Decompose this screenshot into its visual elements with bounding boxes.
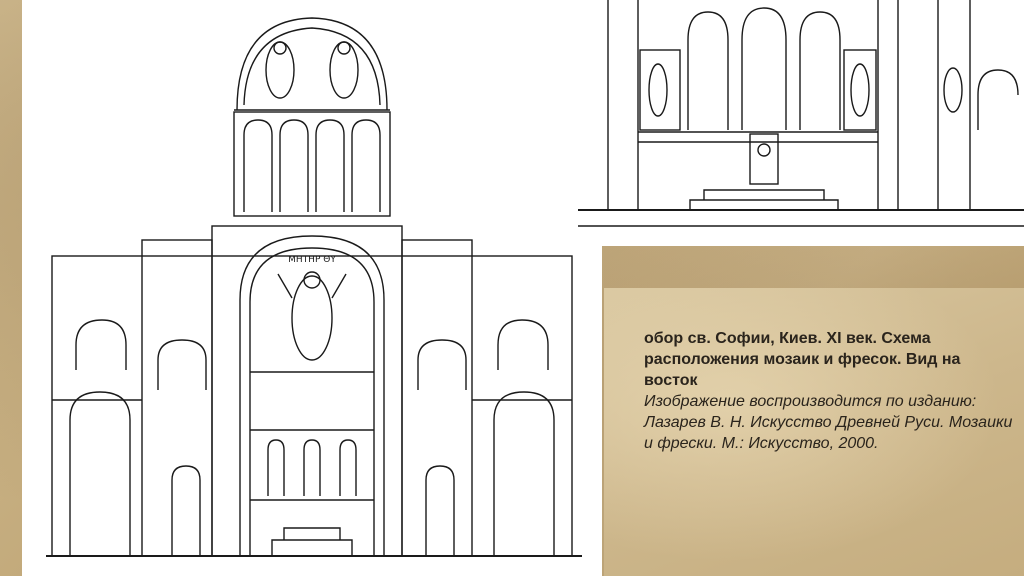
central-apse-arch: [239, 235, 385, 556]
throne: [749, 133, 779, 185]
caption-panel: обор св. Софии, Киев. XI век. Схема расп…: [604, 288, 1024, 576]
apse-detail-svg: [578, 0, 1024, 227]
caption-source: Изображение воспроизводится по изданию: …: [644, 393, 1013, 452]
dome-outline: [236, 17, 388, 111]
elevation-svg: ΜΗΤΗΡ ΘΥ: [46, 17, 582, 557]
apse-detail-drawing: [578, 0, 1024, 246]
caption-title: обор св. Софии, Киев. XI век. Схема расп…: [644, 330, 961, 389]
cathedral-elevation-drawing: ΜΗΤΗΡ ΘΥ: [22, 0, 602, 576]
caption-text: обор св. Софии, Киев. XI век. Схема расп…: [644, 328, 1016, 454]
orant-figure: [291, 275, 333, 361]
arch-inscription: ΜΗΤΗΡ ΘΥ: [288, 255, 336, 265]
dome-drum: [233, 111, 391, 217]
